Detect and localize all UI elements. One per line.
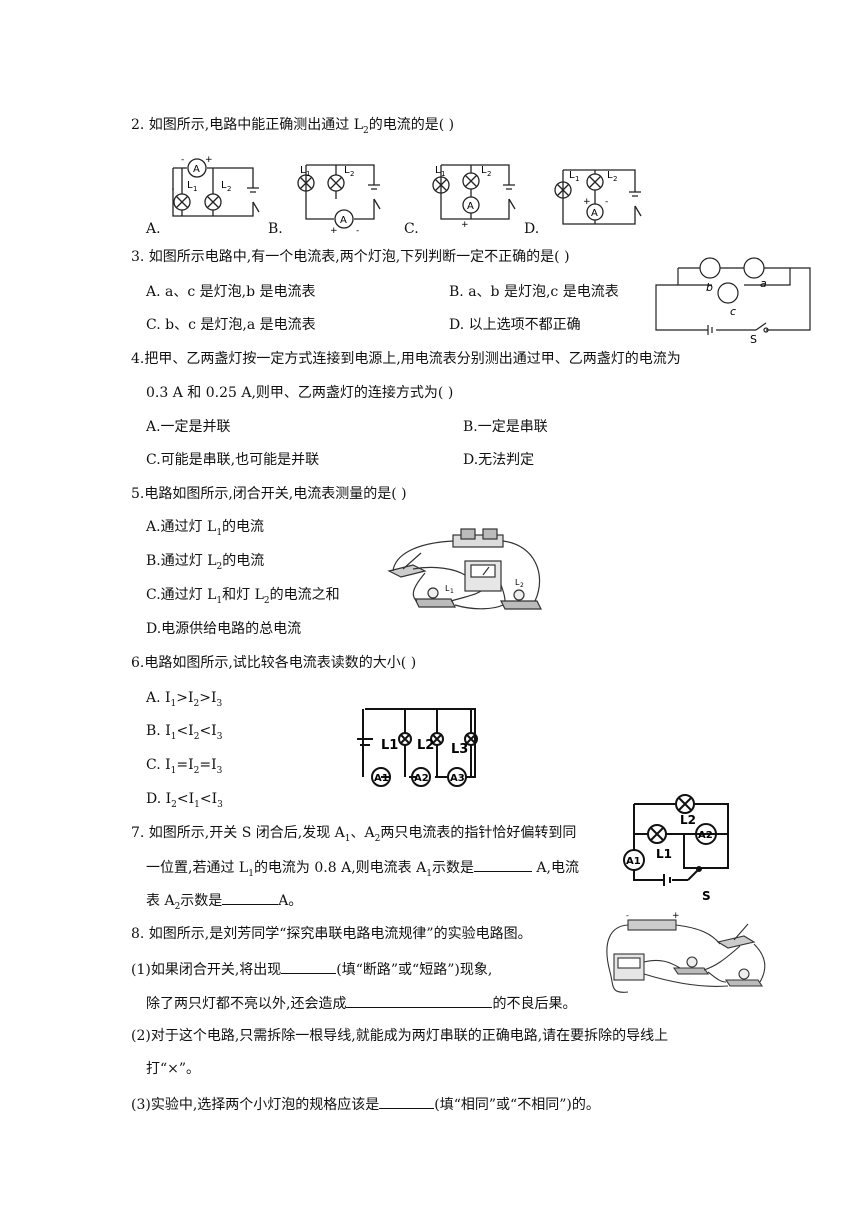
svg-text:2: 2 <box>227 185 231 193</box>
q8-part1-line1: (1)如果闭合开关,将出现(填“断路”或“短路”)现象, <box>131 959 492 979</box>
q2-option-a: A. <box>146 221 161 237</box>
svg-text:1: 1 <box>441 170 445 178</box>
svg-text:L1: L1 <box>656 847 672 861</box>
svg-text:A3: A3 <box>450 773 465 784</box>
svg-text:L3: L3 <box>451 742 468 757</box>
svg-text:2: 2 <box>487 170 491 178</box>
svg-text:1: 1 <box>450 588 454 595</box>
svg-text:b: b <box>706 281 713 294</box>
svg-text:2: 2 <box>520 582 524 589</box>
svg-text:L: L <box>569 170 575 181</box>
svg-text:2: 2 <box>613 175 617 183</box>
svg-text:1: 1 <box>575 175 579 183</box>
svg-text:L2: L2 <box>417 738 434 753</box>
q3-option-d: D. 以上选项不都正确 <box>449 317 581 333</box>
q2-stem: 2. 如图所示,电路中能正确测出通过 L2的电流的是( ) <box>131 117 455 136</box>
svg-text:-: - <box>181 155 184 165</box>
svg-text:A2: A2 <box>414 773 429 784</box>
q8-part1-line2: 除了两只灯都不亮以外,还会造成的不良后果。 <box>146 993 576 1013</box>
svg-text:S: S <box>750 333 757 346</box>
q4-stem-line2: 0.3 A 和 0.25 A,则甲、乙两盏灯的连接方式为( ) <box>146 385 454 401</box>
q4-option-d: D.无法判定 <box>463 452 535 468</box>
q8-part3: (3)实验中,选择两个小灯泡的规格应该是(填“相同”或“不相同”)的。 <box>131 1094 600 1114</box>
svg-text:L: L <box>187 180 193 191</box>
svg-text:A2: A2 <box>698 830 713 841</box>
q7-line2: 一位置,若通过 L1的电流为 0.8 A,则电流表 A1示数是 A,电流 <box>146 857 579 878</box>
svg-text:A: A <box>193 164 200 175</box>
svg-text:L: L <box>300 165 306 176</box>
svg-text:A: A <box>467 201 474 212</box>
svg-text:S: S <box>702 889 711 903</box>
svg-text:-: - <box>605 197 608 207</box>
q6-option-c: C. I1=I2=I3 <box>146 757 223 776</box>
q5-option-a: A.通过灯 L1的电流 <box>146 519 265 538</box>
svg-text:+: + <box>461 220 469 230</box>
q8-blank-1[interactable] <box>281 959 337 974</box>
q2-option-b: B. <box>268 221 283 237</box>
svg-text:2: 2 <box>350 170 354 178</box>
svg-text:+: + <box>583 197 591 207</box>
svg-text:L: L <box>344 165 350 176</box>
q2-option-c: C. <box>404 221 419 237</box>
q8-stem: 8. 如图所示,是刘芳同学“探究串联电路电流规律”的实验电路图。 <box>131 926 532 942</box>
q4-option-b: B.一定是串联 <box>463 419 548 435</box>
q3-option-c: C. b、c 是灯泡,a 是电流表 <box>146 317 316 333</box>
q8-apparatus-figure: -+ <box>606 911 766 993</box>
svg-text:L: L <box>515 578 520 587</box>
q8-part2-line2: 打“×”。 <box>146 1061 201 1077</box>
q6-option-a: A. I1>I2>I3 <box>146 690 223 709</box>
q3-option-a: A. a、c 是灯泡,b 是电流表 <box>146 284 316 300</box>
q6-stem: 6.电路如图所示,试比较各电流表读数的大小( ) <box>131 655 417 671</box>
svg-text:A: A <box>591 208 598 219</box>
q8-part2-line1: (2)对于这个电路,只需拆除一根导线,就能成为两灯串联的正确电路,请在要拆除的导… <box>131 1028 669 1044</box>
svg-text:-: - <box>626 911 629 920</box>
q6-option-d: D. I2<I1<I3 <box>146 791 223 810</box>
svg-text:c: c <box>730 305 736 318</box>
svg-text:L: L <box>607 170 613 181</box>
q5-option-c: C.通过灯 L1和灯 L2的电流之和 <box>146 587 340 606</box>
q4-option-c: C.可能是串联,也可能是并联 <box>146 452 320 468</box>
svg-text:L: L <box>221 180 227 191</box>
svg-text:-: - <box>356 226 359 236</box>
q7-blank-2[interactable] <box>222 890 279 905</box>
svg-text:L2: L2 <box>680 813 696 827</box>
svg-text:L: L <box>435 165 441 176</box>
q5-stem: 5.电路如图所示,闭合开关,电流表测量的是( ) <box>131 486 407 502</box>
q6-option-b: B. I1<I2<I3 <box>146 723 223 742</box>
q6-circuit-figure: L1 L2 L3 A1 A2 A3 <box>357 708 478 787</box>
svg-text:1: 1 <box>193 185 197 193</box>
svg-text:a: a <box>760 277 767 290</box>
q3-option-b: B. a、b 是灯泡,c 是电流表 <box>449 284 619 300</box>
q5-option-d: D.电源供给电路的总电流 <box>146 621 302 637</box>
svg-text:A1: A1 <box>374 773 389 784</box>
q8-blank-2[interactable] <box>346 993 493 1008</box>
q2-option-d: D. <box>524 221 540 237</box>
q7-blank-1[interactable] <box>473 857 532 872</box>
svg-text:A1: A1 <box>626 856 641 867</box>
q3-stem: 3. 如图所示电路中,有一个电流表,两个灯泡,下列判断一定不正确的是( ) <box>131 249 570 265</box>
svg-text:A: A <box>340 215 347 226</box>
svg-text:L: L <box>481 165 487 176</box>
svg-text:+: + <box>330 226 338 236</box>
q3-circuit-figure: b a c S <box>655 257 811 346</box>
svg-text:1: 1 <box>306 170 310 178</box>
svg-text:L1: L1 <box>381 738 398 753</box>
q4-stem-line1: 4.把甲、乙两盏灯按一定方式连接到电源上,用电流表分别测出通过甲、乙两盏灯的电流… <box>131 351 681 367</box>
q5-option-b: B.通过灯 L2的电流 <box>146 553 265 572</box>
q8-blank-3[interactable] <box>379 1094 435 1109</box>
q4-option-a: A.一定是并联 <box>146 419 231 435</box>
svg-text:+: + <box>672 911 680 921</box>
q7-line1: 7. 如图所示,开关 S 闭合后,发现 A1、A2两只电流表的指针恰好偏转到同 <box>131 825 577 844</box>
q7-circuit-figure: L2 A2 A1 L1 S <box>623 794 729 903</box>
svg-text:+: + <box>205 155 213 165</box>
svg-text:L: L <box>445 584 450 593</box>
